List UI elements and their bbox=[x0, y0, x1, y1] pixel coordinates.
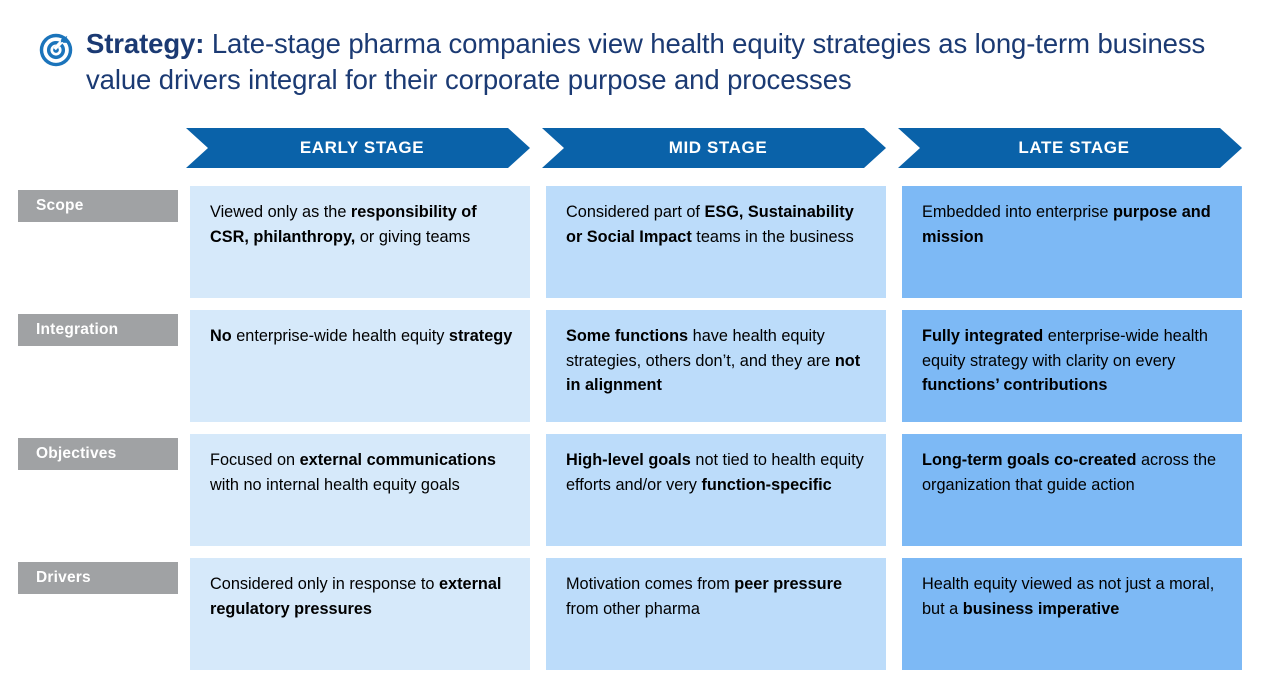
cell-drivers-mid: Motivation comes from peer pressure from… bbox=[546, 558, 886, 670]
row-label-integration-text: Integration bbox=[36, 321, 119, 338]
cell-integration-late: Fully integrated enterprise-wide health … bbox=[902, 310, 1242, 422]
page-title-text: Strategy: Late-stage pharma companies vi… bbox=[36, 26, 1241, 98]
cell-integration-early: No enterprise-wide health equity strateg… bbox=[190, 310, 530, 422]
row-label-drivers: Drivers bbox=[18, 562, 178, 594]
cell-scope-late: Embedded into enterprise purpose and mis… bbox=[902, 186, 1242, 298]
stage-header-early-label: EARLY STAGE bbox=[299, 138, 425, 157]
cell-objectives-mid: High-level goals not tied to health equi… bbox=[546, 434, 886, 546]
page-title: Strategy: Late-stage pharma companies vi… bbox=[36, 26, 1241, 98]
cell-objectives-late: Long-term goals co-created across the or… bbox=[902, 434, 1242, 546]
page-title-lead: Strategy: bbox=[86, 28, 205, 59]
row-label-scope-text: Scope bbox=[36, 197, 84, 214]
target-bullseye-icon bbox=[39, 33, 73, 67]
row-label-objectives-text: Objectives bbox=[36, 445, 117, 462]
stage-header-late-label: LATE STAGE bbox=[1018, 138, 1130, 157]
page-title-body: Late-stage pharma companies view health … bbox=[86, 28, 1206, 95]
cell-scope-early: Viewed only as the responsibility of CSR… bbox=[190, 186, 530, 298]
row-label-integration: Integration bbox=[18, 314, 178, 346]
cell-drivers-late: Health equity viewed as not just a moral… bbox=[902, 558, 1242, 670]
stage-header-mid-label: MID STAGE bbox=[668, 138, 768, 157]
cell-scope-mid: Considered part of ESG, Sustainability o… bbox=[546, 186, 886, 298]
cell-integration-mid: Some functions have health equity strate… bbox=[546, 310, 886, 422]
cell-drivers-early: Considered only in response to external … bbox=[190, 558, 530, 670]
row-label-scope: Scope bbox=[18, 190, 178, 222]
row-label-drivers-text: Drivers bbox=[36, 569, 91, 586]
stage-header-mid[interactable]: MID STAGE bbox=[542, 128, 886, 168]
row-label-objectives: Objectives bbox=[18, 438, 178, 470]
stage-header-early[interactable]: EARLY STAGE bbox=[186, 128, 530, 168]
cell-objectives-early: Focused on external communications with … bbox=[190, 434, 530, 546]
stage-header-late[interactable]: LATE STAGE bbox=[898, 128, 1242, 168]
